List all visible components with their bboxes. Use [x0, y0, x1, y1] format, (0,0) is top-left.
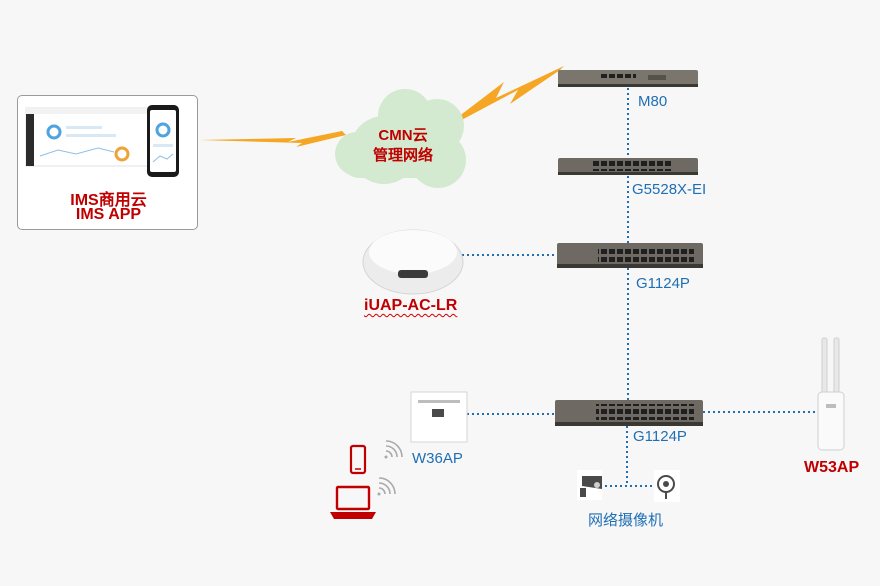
switch-icon — [555, 400, 703, 426]
outdoor-ap-icon — [817, 337, 845, 451]
ceiling-ap-icon — [362, 229, 464, 295]
cloud-icon — [335, 89, 466, 188]
wall-ap-icon — [410, 391, 468, 443]
camera-icon — [654, 470, 680, 502]
phone-screenshot — [147, 105, 179, 177]
cloud-sublabel: 管理网络 — [372, 147, 433, 164]
device-label-g1124p-bottom: G1124P — [633, 428, 687, 445]
switch-icon — [557, 243, 703, 268]
wifi-icon — [377, 477, 396, 496]
network-links — [462, 88, 818, 487]
device-label-m80: M80 — [638, 93, 668, 110]
cloud-label: CMN云 — [378, 127, 428, 144]
ims-title: IMS商用云 — [70, 192, 147, 209]
switch-icon — [558, 70, 698, 87]
laptop-icon — [330, 485, 376, 519]
device-label-camera: 网络摄像机 — [588, 512, 664, 529]
device-label-g5528x-ei: G5528X-EI — [632, 181, 707, 198]
device-label-w36ap: W36AP — [412, 450, 463, 467]
switch-icon — [558, 158, 698, 175]
device-label-iuap: iUAP-AC-LR — [364, 297, 458, 314]
lightning-icon — [437, 66, 564, 133]
dashboard-screenshot — [25, 107, 159, 167]
ims-app-label: IMS APP — [75, 206, 142, 223]
device-label-g1124p-top: G1124P — [636, 275, 690, 292]
camera-icon — [577, 470, 602, 500]
wifi-icon — [384, 440, 403, 459]
device-label-w53ap: W53AP — [804, 459, 860, 476]
ims-panel: IMS商用云 IMS APP — [17, 95, 198, 230]
lightning-icon — [200, 131, 346, 147]
phone-icon — [349, 444, 367, 475]
